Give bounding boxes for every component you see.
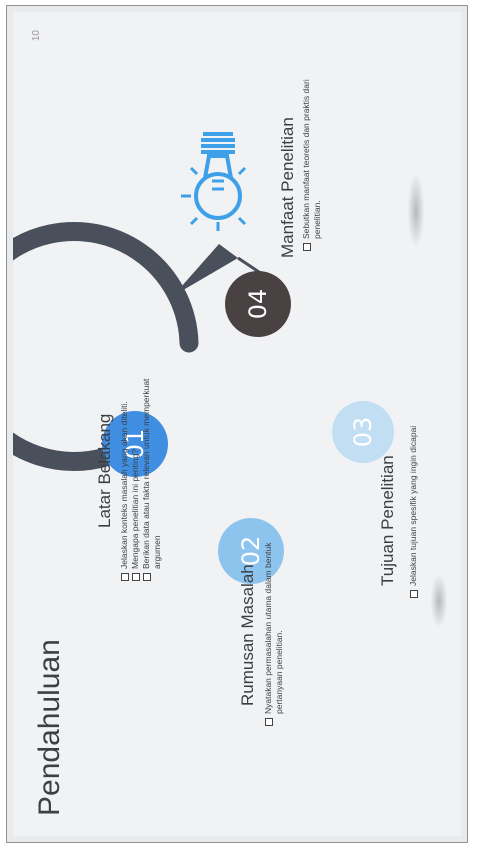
scan-smudge bbox=[408, 176, 424, 246]
section-01-bullet: Mengapa penelitian ini penting? bbox=[130, 351, 141, 581]
section-01-bullets: Jelaskan konteks masalah yang akan ditel… bbox=[119, 351, 163, 581]
section-04-bullet: Sebutkan manfaat teoretis dan praktis da… bbox=[301, 41, 323, 251]
section-01-title: Latar Belakang bbox=[95, 413, 114, 528]
circle-03: 03 bbox=[332, 401, 394, 463]
circle-03-number: 03 bbox=[349, 417, 377, 448]
section-02-bullets: Nyatakan permasalahan utama dalam bentuk… bbox=[263, 516, 285, 726]
cycle-diagram: 01 02 03 04 bbox=[13, 132, 394, 584]
circle-04-number: 04 bbox=[244, 289, 272, 320]
section-01-bullet: Jelaskan konteks masalah yang akan ditel… bbox=[119, 351, 130, 581]
section-01-bullet: Berikan data atau fakta relevan untuk me… bbox=[141, 351, 163, 581]
section-02-title: Rumusan Masalah bbox=[238, 564, 257, 706]
section-04-bullets: Sebutkan manfaat teoretis dan praktis da… bbox=[301, 41, 323, 251]
lightbulb-icon bbox=[181, 132, 247, 231]
scan-smudge bbox=[431, 576, 447, 626]
section-03-bullets: Jelaskan tujuan spesifik yang ingin dica… bbox=[408, 338, 419, 598]
section-02-bullet: Nyatakan permasalahan utama dalam bentuk… bbox=[263, 516, 285, 726]
slide: Pendahuluan 10 01 02 03 bbox=[13, 12, 461, 836]
rotated-slide-wrapper: Pendahuluan 10 01 02 03 bbox=[7, 6, 467, 842]
section-04-title: Manfaat Penelitian bbox=[278, 117, 297, 258]
section-03-title: Tujuan Penelitian bbox=[378, 455, 397, 586]
arc-pointer bbox=[173, 244, 238, 296]
scanned-page: Pendahuluan 10 01 02 03 bbox=[6, 5, 468, 843]
circle-02-number: 02 bbox=[237, 536, 265, 567]
circle-04: 04 bbox=[225, 271, 291, 337]
section-03-bullet: Jelaskan tujuan spesifik yang ingin dica… bbox=[408, 338, 419, 598]
cycle-arc bbox=[13, 221, 199, 471]
